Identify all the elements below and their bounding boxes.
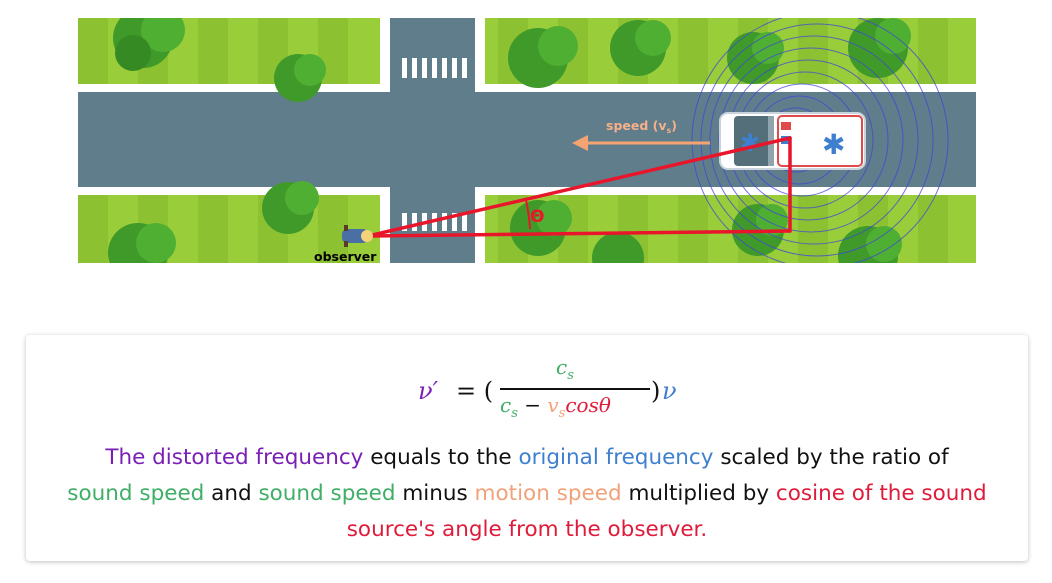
equation-description: The distorted frequency equals to the or… [26, 440, 1028, 548]
ambulance-star-of-life-roof: ✱ [822, 128, 845, 161]
sidewalk-bottom [78, 187, 976, 195]
equation-lhs: ν′ [418, 377, 439, 405]
formula-card: ν′ = ( cs cs − vscosθ ) ν The distorted … [26, 335, 1028, 561]
equation-fraction-bar [500, 388, 650, 390]
desc-cosine-angle: cosine of the sound source's angle from … [346, 481, 987, 542]
observer-label: observer [314, 249, 377, 263]
desc-text: scaled by the ratio of [713, 445, 949, 470]
desc-text: multiplied by [621, 481, 776, 506]
angle-theta-label: Θ [530, 207, 544, 227]
ambulance-star-of-life-rear: ✱ [740, 129, 760, 157]
ambulance: ✱ ✱ [719, 112, 866, 170]
trees [108, 18, 911, 263]
equation-numerator: cs [556, 355, 574, 383]
equation-denominator-vs: vs [547, 393, 566, 421]
speed-arrow [572, 135, 710, 151]
tree [274, 54, 326, 102]
tree [510, 200, 572, 256]
desc-original-frequency: original frequency [518, 445, 714, 470]
desc-motion-speed: motion speed [474, 481, 622, 506]
angle-arc [525, 199, 531, 230]
desc-distorted-frequency: The distorted frequency [105, 445, 364, 470]
equation-rhs: ν [662, 377, 677, 405]
desc-text: and [204, 481, 259, 506]
angle-triangle [366, 136, 792, 238]
tree [113, 18, 185, 71]
doppler-equation: ν′ = ( cs cs − vscosθ ) ν [26, 355, 1028, 425]
desc-sound-speed: sound speed [67, 481, 205, 506]
crosswalk-top [402, 58, 467, 78]
equation-minus: − [517, 393, 548, 417]
equation-denominator-cos: cosθ [565, 393, 611, 417]
equation-close-paren: ) [651, 377, 661, 405]
sidewalk-top [78, 84, 976, 92]
desc-text: equals to the [363, 445, 519, 470]
desc-text: minus [395, 481, 475, 506]
tree [508, 26, 578, 88]
tree [262, 181, 319, 234]
equation-equals: = ( [456, 377, 494, 405]
equation-denominator: cs − vscosθ [500, 393, 611, 421]
tree [108, 223, 176, 263]
tree [592, 232, 644, 263]
desc-sound-speed: sound speed [258, 481, 396, 506]
doppler-scene-illustration: ✱ ✱ speed (vs) Θ observer [78, 18, 976, 263]
tree [610, 20, 671, 76]
tree [727, 32, 784, 84]
speed-label: speed (vs) [606, 118, 677, 135]
equation-denominator-cs: cs [500, 393, 518, 421]
observer-person [342, 225, 373, 247]
